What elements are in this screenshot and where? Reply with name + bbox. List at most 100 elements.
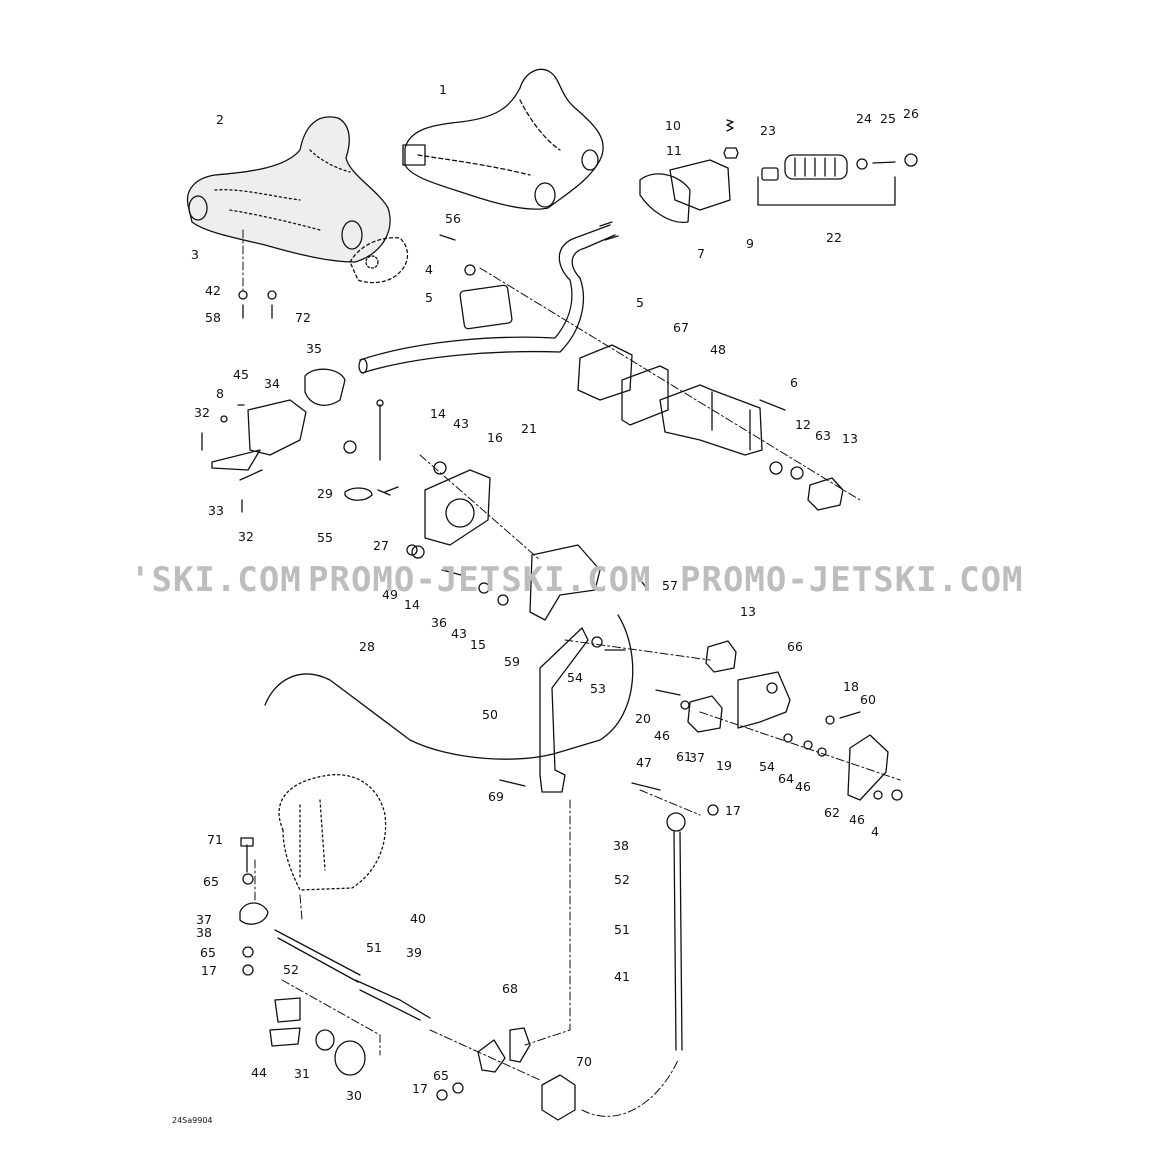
part-left-lever	[211, 449, 263, 481]
callout-47: 47	[636, 755, 652, 770]
callout-22: 22	[826, 230, 842, 245]
callout-72: 72	[295, 310, 311, 325]
callout-38b: 38	[196, 925, 212, 940]
callout-53: 53	[590, 681, 606, 696]
callout-62: 62	[824, 805, 840, 820]
callout-13a: 13	[842, 431, 858, 446]
nut-11	[723, 147, 739, 159]
part-bushing-61	[687, 695, 723, 733]
callout-11: 11	[666, 143, 682, 158]
part-rod-end-37-lower	[239, 902, 269, 925]
gasket-hole	[365, 255, 379, 269]
part-arm-50	[539, 627, 589, 793]
callout-12: 12	[795, 417, 811, 432]
watermark-middle: PROMO-JETSKI.COM	[308, 560, 652, 600]
callout-44: 44	[251, 1065, 267, 1080]
callout-46b: 46	[795, 779, 811, 794]
callout-20: 20	[635, 711, 651, 726]
spring-10	[726, 119, 734, 132]
callout-54b: 54	[759, 759, 775, 774]
part-rod-end-37	[666, 812, 686, 832]
callout-23: 23	[760, 123, 776, 138]
callout-63: 63	[815, 428, 831, 443]
callout-21: 21	[521, 421, 537, 436]
callout-51a: 51	[366, 940, 382, 955]
part-plate	[621, 365, 669, 426]
callout-5a: 5	[425, 290, 433, 305]
part-plate-62	[847, 734, 889, 801]
callout-5b: 5	[636, 295, 644, 310]
part-throttle-lever-top	[639, 173, 691, 223]
callout-45: 45	[233, 367, 249, 382]
plate-hole	[766, 682, 778, 694]
callout-4: 4	[425, 262, 433, 277]
callout-65b: 65	[200, 945, 216, 960]
part-cover-35	[304, 368, 346, 406]
callout-24: 24	[856, 111, 872, 126]
callout-64: 64	[778, 771, 794, 786]
bracket-22	[757, 176, 896, 206]
callout-25: 25	[880, 111, 896, 126]
callout-43a: 43	[453, 416, 469, 431]
callout-32b: 32	[238, 529, 254, 544]
part-sleeve-30	[334, 1040, 366, 1076]
callout-30: 30	[346, 1088, 362, 1103]
callout-69: 69	[488, 789, 504, 804]
part-handlebar-cover-textured	[186, 116, 391, 263]
callout-49: 49	[382, 587, 398, 602]
callout-28: 28	[359, 639, 375, 654]
part-plate-19	[737, 671, 791, 729]
callout-31: 31	[294, 1066, 310, 1081]
callout-10: 10	[665, 118, 681, 133]
callout-38a: 38	[613, 838, 629, 853]
part-clamp-68b	[509, 1027, 531, 1063]
callout-59: 59	[504, 654, 520, 669]
callout-9: 9	[746, 236, 754, 251]
callout-51b: 51	[614, 922, 630, 937]
callout-40: 40	[410, 911, 426, 926]
callout-58: 58	[205, 310, 221, 325]
part-washer-24	[856, 158, 868, 170]
part-riser	[659, 384, 763, 456]
callout-32a: 32	[194, 405, 210, 420]
part-housing-16	[424, 469, 491, 546]
callout-14a: 14	[430, 406, 446, 421]
callout-66: 66	[787, 639, 803, 654]
callout-4b: 4	[871, 824, 879, 839]
callout-1: 1	[439, 82, 447, 97]
part-cable-28	[264, 614, 634, 760]
callout-2: 2	[216, 112, 224, 127]
part-end-cap-26	[904, 153, 918, 167]
callout-27: 27	[373, 538, 389, 553]
callout-16: 16	[487, 430, 503, 445]
part-clamp-68a	[477, 1039, 506, 1073]
callout-19: 19	[716, 758, 732, 773]
callout-13b: 13	[740, 604, 756, 619]
part-clamp-upper	[459, 284, 513, 330]
part-handlebar-cover	[402, 68, 604, 210]
callout-65c: 65	[433, 1068, 449, 1083]
part-handlebar-tube	[358, 221, 619, 374]
callout-14b: 14	[404, 597, 420, 612]
callout-48: 48	[710, 342, 726, 357]
riser-bore	[711, 391, 751, 451]
callout-35: 35	[306, 341, 322, 356]
part-washer-31	[315, 1029, 335, 1051]
callout-15: 15	[470, 637, 486, 652]
callout-6: 6	[790, 375, 798, 390]
part-grip-sleeve	[761, 167, 779, 181]
part-rod-51	[673, 831, 683, 1051]
center-lines	[242, 229, 901, 1117]
callout-55: 55	[317, 530, 333, 545]
part-screw-25	[872, 161, 896, 164]
part-gasket-outline	[349, 237, 409, 284]
callout-67: 67	[673, 320, 689, 335]
watermark-left: 'SKI.COM	[130, 560, 302, 600]
callout-17c: 17	[412, 1081, 428, 1096]
callout-29: 29	[317, 486, 333, 501]
callout-56: 56	[445, 211, 461, 226]
part-cable-end-51	[354, 979, 431, 1021]
callout-37b: 37	[196, 912, 212, 927]
